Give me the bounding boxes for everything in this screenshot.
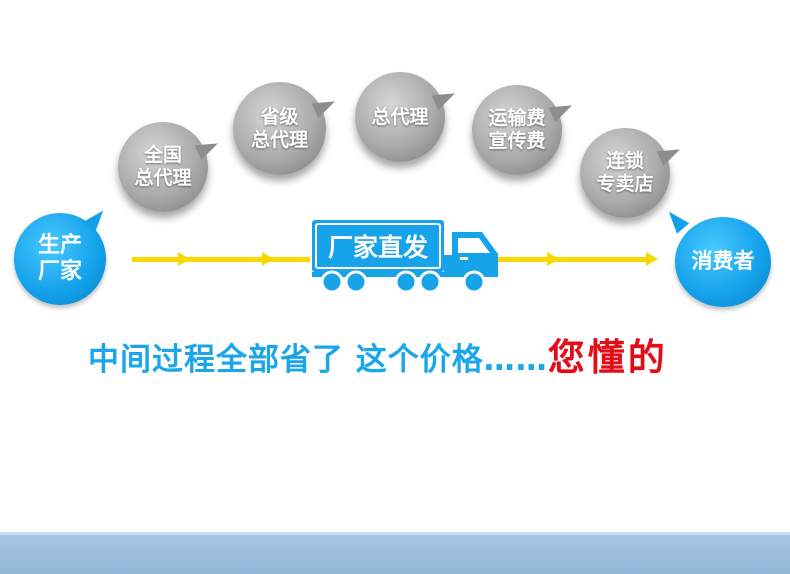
arrowhead-1: [178, 252, 190, 266]
chain-store-bubble: 连锁 专卖店: [580, 128, 670, 218]
producer-bubble: 生产 厂家: [14, 213, 106, 305]
consumer-bubble-tail: [662, 206, 690, 234]
arrowhead-2: [262, 252, 274, 266]
arrowhead-4: [646, 252, 658, 266]
provincial-agent-bubble: 省级 总代理: [233, 82, 326, 175]
general-agent-label: 总代理: [371, 105, 429, 128]
consumer-bubble: 消费者: [675, 217, 771, 307]
producer-label: 生产 厂家: [37, 232, 82, 284]
national-agent-label: 全国 总代理: [134, 144, 192, 189]
shipping-ad-bubble: 运输费 宣传费: [472, 85, 562, 175]
national-agent-bubble: 全国 总代理: [118, 122, 208, 212]
general-agent-bubble: 总代理: [355, 72, 445, 162]
chain-store-label: 连锁 专卖店: [596, 150, 654, 195]
flow-line-left: [132, 257, 310, 262]
slogan: 中间过程全部省了 这个价格……您懂的: [88, 327, 668, 381]
truck-label: 厂家直发: [327, 233, 428, 262]
flow-line-right: [497, 257, 649, 262]
shipping-ad-label: 运输费 宣传费: [488, 107, 546, 152]
provincial-agent-label: 省级 总代理: [250, 105, 308, 151]
slogan-main: 中间过程全部省了 这个价格……: [88, 342, 548, 378]
footer-band: [0, 532, 790, 574]
consumer-label: 消费者: [691, 249, 755, 274]
slogan-emphasis: 您懂的: [547, 336, 668, 379]
arrowhead-3: [547, 252, 559, 266]
truck-icon: [312, 220, 498, 294]
